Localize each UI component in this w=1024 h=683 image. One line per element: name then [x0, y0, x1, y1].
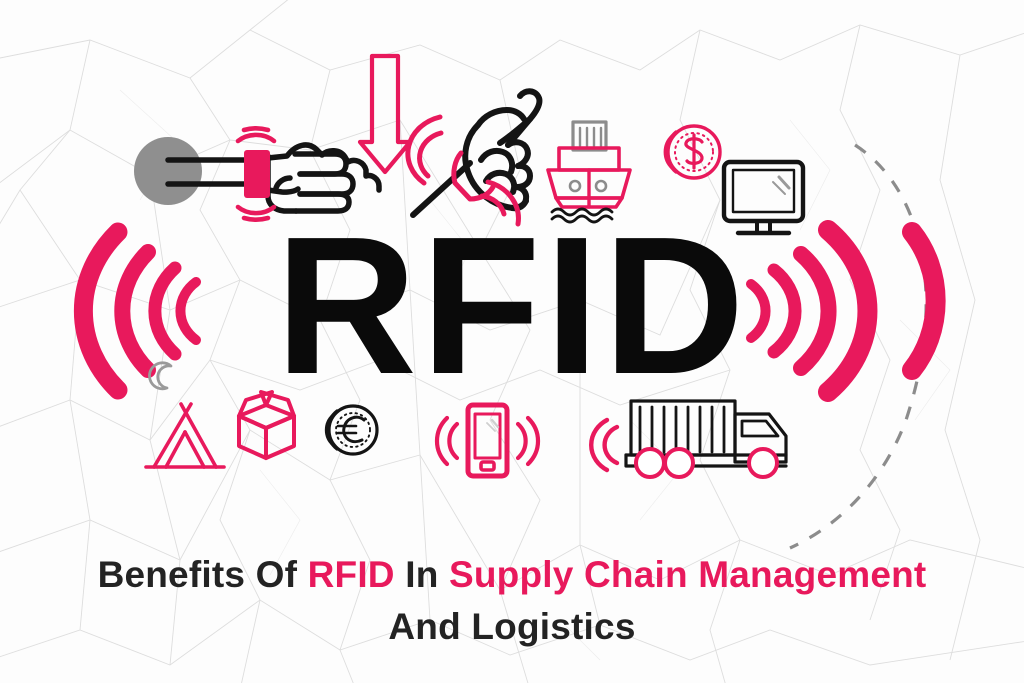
rfid-wordmark: RFID: [275, 196, 749, 415]
caption-part-in: In: [394, 554, 449, 595]
caption-highlight-supply-chain-management: Supply Chain Management: [448, 554, 927, 595]
caption-part-benefits-of: Benefits Of: [97, 554, 308, 595]
caption-line-2: And Logistics: [388, 606, 636, 647]
dashed-path-arc: [789, 143, 928, 550]
poster-caption: Benefits Of RFID In Supply Chain Managem…: [0, 549, 1024, 653]
caption-highlight-rfid: RFID: [307, 554, 395, 595]
